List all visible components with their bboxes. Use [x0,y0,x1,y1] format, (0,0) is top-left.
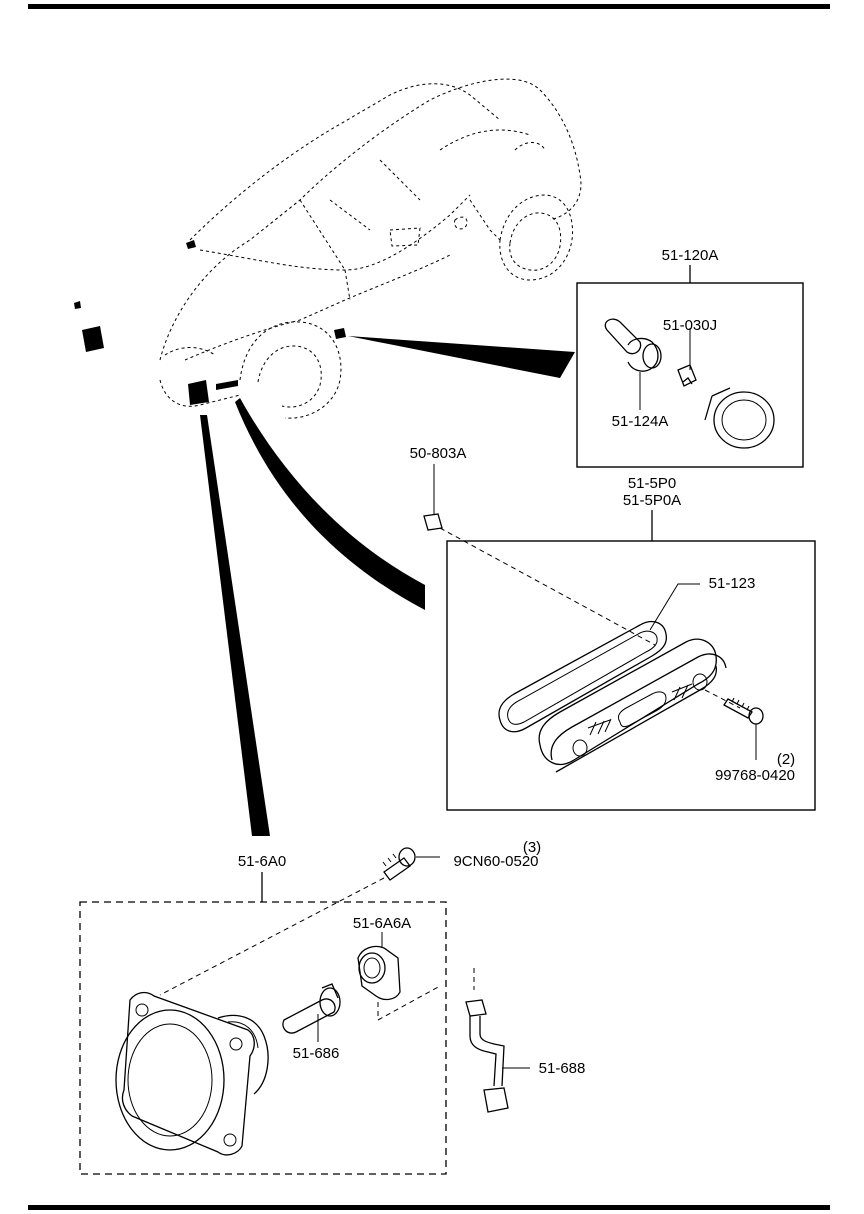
fog-socket-part [357,945,401,1001]
label-side-screw: 99768-0420 [715,767,795,784]
fog-lens-part [115,991,269,1156]
turn-lamp-group: 51-120A 51-030J 51-124A [576,247,804,468]
side-lamp-group: 50-803A 51-5P0 51-5P0A 51-123 [410,445,816,811]
side-screw-part [723,697,764,725]
label-turn-bulb: 51-030J [663,317,717,334]
side-lamp-box [446,540,816,811]
label-fog-bulb: 51-686 [293,1045,340,1062]
label-side-clip: 50-803A [410,445,467,462]
label-fog-screw: 9CN60-0520 [453,853,538,870]
label-turn-assembly: 51-120A [662,247,719,264]
bottom-border-line [28,1205,830,1210]
label-fog-socket: 51-6A6A [353,915,411,932]
top-border-line [28,4,830,9]
label-turn-socket: 51-124A [612,413,669,430]
label-side-screw-qty: (2) [777,751,795,768]
side-lens-part [538,638,727,773]
fog-harness-part [465,999,509,1113]
fog-bulb-part [282,983,341,1034]
label-side-assembly-2: 51-5P0A [623,492,681,509]
leader-turn-lamp [348,336,575,378]
label-side-assembly-1: 51-5P0 [628,475,676,492]
label-fog-screw-qty: (3) [523,839,541,856]
vehicle-outline [74,78,582,419]
side-gasket-part [498,620,668,733]
fog-lamp-group: 51-6A0 (3) 9CN60-0520 [79,839,541,1175]
label-fog-harness: 51-688 [539,1060,586,1077]
turn-socket-part [604,318,662,372]
label-side-gasket: 51-123 [709,575,756,592]
turn-lens-part [704,387,775,449]
turn-lamp-box [576,282,804,468]
label-fog-assembly: 51-6A0 [238,853,286,870]
fog-lamp-box [79,901,447,1175]
leader-fog-lamp [200,415,270,836]
side-clip-part [423,513,443,531]
leader-side-lamp [235,398,425,610]
turn-bulb-part [677,364,697,387]
fog-screw-part [382,847,416,881]
